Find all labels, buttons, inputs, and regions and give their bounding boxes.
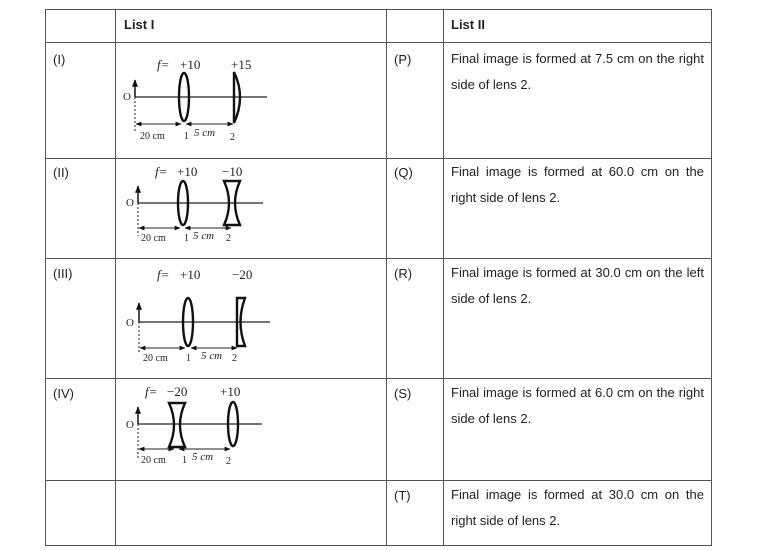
row-divider [45,378,712,379]
distance-label: 20 cm [140,131,165,142]
diagram-row-4: f= −20 +10 O 20 cm 1 5 cm 2 [126,384,262,467]
table-border [45,9,46,546]
option-label: (T) [394,488,411,503]
column-divider [443,9,444,546]
convex-lens-1 [177,71,191,123]
column-divider [386,9,387,546]
lens-number: 1 [182,455,187,466]
diagram-row-2: f= +10 −10 O 20 cm 1 5 cm 2 [126,164,263,244]
focal-length-lens-2: +15 [231,57,251,72]
diagram-row-3: f= +10 −20 O 20 cm 1 5 cm 2 [126,267,270,364]
diagram-row-1: f= +10 +15 O 20 cm 1 5 cm 2 [123,57,267,143]
column-divider [115,9,116,546]
distance-label: 20 cm [141,455,166,466]
plano-convex-lens-2 [232,71,242,124]
distance-label: 20 cm [143,353,168,364]
row-divider [45,480,712,481]
lens-number: 1 [184,131,189,142]
option-label: (S) [394,386,412,401]
convex-lens-1 [181,296,195,348]
lens-number: 2 [226,456,231,467]
header-list-2: List II [451,17,485,32]
focal-length-lens-2: +10 [220,384,240,399]
convex-lens-2 [226,400,240,448]
distance-label: 5 cm [194,127,215,139]
object-label: O [123,91,131,103]
table-border [711,9,712,546]
option-text: Final image is formed at 30.0 cm on the … [451,265,704,306]
distance-label: 5 cm [192,451,213,463]
object-label: O [126,317,134,329]
plano-concave-lens-2 [235,296,247,348]
object-label: O [126,419,134,431]
option-text: Final image is formed at 6.0 cm on the r… [451,385,704,426]
row-divider [45,258,712,259]
option-label: (R) [394,266,413,281]
focal-prefix: f= [157,267,169,282]
convex-lens-1 [176,179,190,227]
row-divider [45,42,712,43]
table-border [45,545,712,546]
row-label: (III) [53,266,73,281]
focal-length-lens-1: +10 [180,267,200,282]
focal-length-lens-1: +10 [180,57,200,72]
object-label: O [126,197,134,209]
option-label: (Q) [394,165,413,180]
lens-number: 2 [232,353,237,364]
distance-label: 5 cm [193,230,214,242]
concave-lens-1 [167,401,187,449]
focal-prefix: f= [155,164,167,179]
option-text: Final image is formed at 7.5 cm on the r… [451,51,704,92]
focal-length-lens-1: −20 [167,384,187,399]
distance-label: 5 cm [201,350,222,362]
lens-number: 1 [186,353,191,364]
distance-label: 20 cm [141,233,166,244]
lens-number: 1 [184,233,189,244]
focal-length-lens-2: −10 [222,164,242,179]
row-divider [45,158,712,159]
row-label: (IV) [53,386,74,401]
option-text: Final image is formed at 60.0 cm on the … [451,164,704,205]
focal-prefix: f= [157,57,169,72]
table-border [45,9,712,10]
row-label: (II) [53,165,69,180]
lens-number: 2 [230,132,235,143]
focal-prefix: f= [145,384,157,399]
option-label: (P) [394,52,412,67]
focal-length-lens-1: +10 [177,164,197,179]
concave-lens-2 [222,179,242,227]
header-list-1: List I [124,17,155,32]
row-label: (I) [53,52,66,67]
option-text: Final image is formed at 30.0 cm on the … [451,487,704,528]
focal-length-lens-2: −20 [232,267,252,282]
lens-number: 2 [226,233,231,244]
